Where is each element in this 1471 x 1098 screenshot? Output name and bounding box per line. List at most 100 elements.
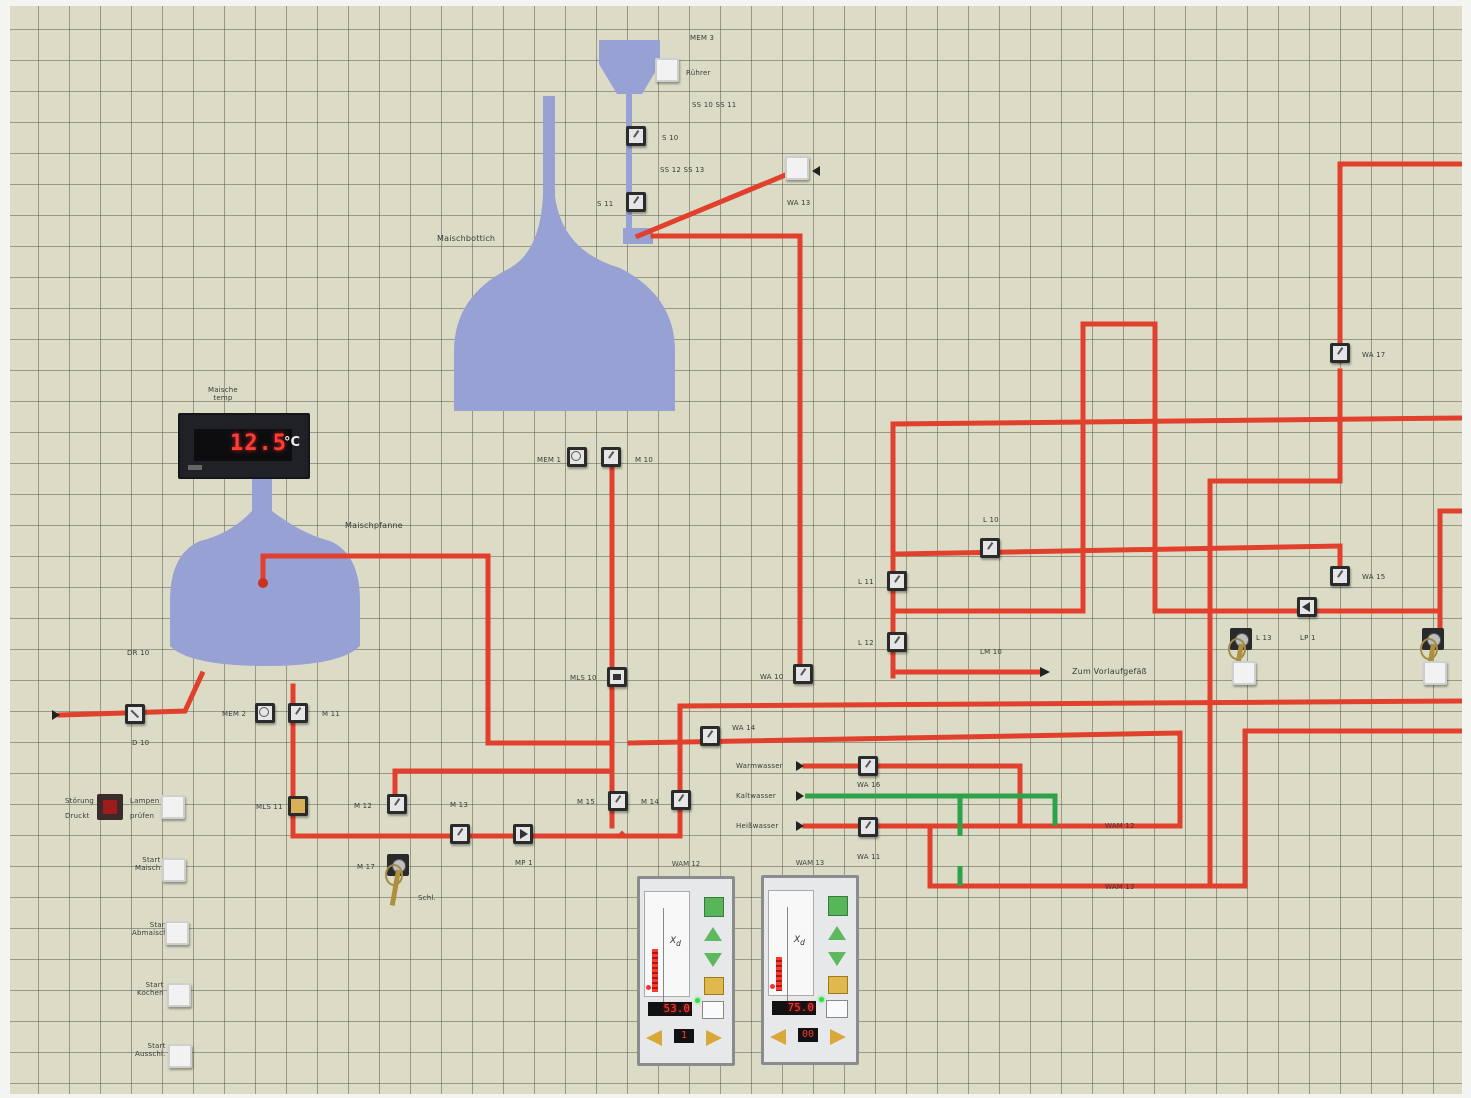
piping-diagram	[10, 6, 1462, 1094]
s10-valve-button[interactable]	[626, 126, 646, 146]
wa10-label: WA 10	[760, 673, 783, 681]
right-button[interactable]	[1423, 661, 1447, 685]
wa11-label: WA 11	[857, 853, 880, 861]
l11-valve-button[interactable]	[887, 571, 907, 591]
wam13-left-button[interactable]	[770, 1029, 786, 1045]
m11-label: M 11	[322, 710, 340, 718]
wam13-readout: 75.0	[772, 1001, 816, 1015]
mp1-pump-button[interactable]	[513, 824, 533, 844]
wam12-green-led	[695, 998, 700, 1003]
wam12-channel: 1	[674, 1029, 694, 1043]
l12-label: L 12	[858, 639, 874, 647]
wa15-label: WA 15	[1362, 573, 1385, 581]
lp1-pump-button[interactable]	[1297, 597, 1317, 617]
l10-label: L 10	[983, 516, 999, 524]
wam13-channel: 00	[798, 1028, 818, 1042]
wam12-down-button[interactable]	[704, 953, 722, 967]
m15-label: M 15	[577, 798, 595, 806]
wam13-mode-button[interactable]	[828, 976, 848, 994]
wam12-line-label: WAM 12	[1105, 822, 1135, 830]
wa17-label: WA 17	[1362, 351, 1385, 359]
l10-valve-button[interactable]	[980, 538, 1000, 558]
pipe-l11	[898, 546, 1340, 571]
wam13-bargraph	[768, 890, 814, 996]
start-kochen-button[interactable]	[167, 983, 191, 1007]
temperature-display: 12.5 °C	[178, 413, 310, 479]
lm10-label: LM 10	[980, 648, 1002, 656]
start-ausschl-button[interactable]	[168, 1044, 192, 1068]
hopper-stem	[626, 91, 632, 241]
wam12-up-button[interactable]	[704, 927, 722, 941]
m13-label: M 13	[450, 801, 468, 809]
pipe-to-wa10	[653, 236, 800, 676]
mls10-label: MLS 10	[570, 674, 597, 682]
stoerung-label: Störung	[65, 797, 94, 805]
m14-valve-button[interactable]	[671, 790, 691, 810]
pipe-right-drop	[1440, 511, 1462, 646]
pipe-pan-outlet	[293, 686, 622, 836]
wam13-right-button[interactable]	[830, 1029, 846, 1045]
lp1-label: LP 1	[1300, 634, 1316, 642]
arrow-heiss	[796, 821, 804, 831]
wam13-hand-button[interactable]	[826, 1000, 848, 1018]
wa14-valve-button[interactable]	[700, 726, 720, 746]
wam13-down-button[interactable]	[828, 952, 846, 966]
l13-button[interactable]	[1232, 661, 1256, 685]
pipe-wa14	[630, 733, 1180, 826]
temperature-unit: °C	[284, 435, 300, 450]
wam13-enter-button[interactable]	[828, 896, 848, 916]
start-abmaisch-button[interactable]	[165, 921, 189, 945]
m12-label: M 12	[354, 802, 372, 810]
ss10-ss11-label: SS 10 SS 11	[692, 101, 736, 109]
arrow-kalt	[796, 791, 804, 801]
maischpfanne-label: Maischpfanne	[345, 521, 403, 530]
m10-valve-button[interactable]	[601, 447, 621, 467]
wam12-left-button[interactable]	[646, 1030, 662, 1046]
mem1-motor-button[interactable]	[567, 447, 587, 467]
mls11-sensor-button[interactable]	[288, 796, 308, 816]
mls10-sensor-button[interactable]	[607, 667, 627, 687]
d10-valve-button[interactable]	[125, 704, 145, 724]
mem2-label: MEM 2	[222, 710, 246, 718]
warmwasser-label: Warmwasser	[736, 762, 783, 770]
m15-valve-button[interactable]	[608, 791, 628, 811]
wa13-valve-button[interactable]	[785, 156, 809, 180]
m17-key-switch[interactable]	[387, 854, 409, 888]
ruehrer-button[interactable]	[655, 58, 679, 82]
m11-valve-button[interactable]	[288, 703, 308, 723]
wam12-right-button[interactable]	[706, 1030, 722, 1046]
s11-valve-button[interactable]	[626, 192, 646, 212]
wam12-xd-label: Xd	[670, 936, 681, 948]
heisswasser-label: Heißwasser	[736, 822, 778, 830]
wam12-title: WAM 12	[640, 860, 732, 868]
wa14-label: WA 14	[732, 724, 755, 732]
arrow-dr10-in	[52, 710, 60, 720]
wam12-enter-button[interactable]	[704, 897, 724, 917]
wa17-valve-button[interactable]	[1330, 343, 1350, 363]
l13-key-switch[interactable]	[1230, 628, 1252, 662]
vessel-shapes	[170, 40, 675, 666]
m13-valve-button[interactable]	[450, 824, 470, 844]
wa16-valve-button[interactable]	[858, 756, 878, 776]
start-ausschl-label: Start Ausschl.	[135, 1042, 166, 1058]
l13-label: L 13	[1256, 634, 1272, 642]
zum-vorlauf-label: Zum Vorlaufgefäß	[1072, 667, 1147, 676]
l12-valve-button[interactable]	[887, 632, 907, 652]
arrow-wa13	[812, 166, 820, 176]
wa11-valve-button[interactable]	[858, 817, 878, 837]
wam12-red-led	[646, 985, 651, 990]
right-key-switch[interactable]	[1422, 628, 1444, 662]
pipe-wa17-riser	[1340, 164, 1462, 361]
m12-valve-button[interactable]	[387, 794, 407, 814]
wa13-label: WA 13	[787, 199, 810, 207]
wa10-valve-button[interactable]	[793, 664, 813, 684]
wa15-valve-button[interactable]	[1330, 566, 1350, 586]
wam13-up-button[interactable]	[828, 926, 846, 940]
wam12-hand-button[interactable]	[702, 1001, 724, 1019]
stoerung-lamp	[97, 794, 123, 820]
wam12-mode-button[interactable]	[704, 977, 724, 995]
lampentest-button[interactable]	[161, 795, 185, 819]
temperature-value: 12.5	[230, 431, 287, 456]
mem2-motor-button[interactable]	[255, 703, 275, 723]
start-maisch-button[interactable]	[162, 858, 186, 882]
